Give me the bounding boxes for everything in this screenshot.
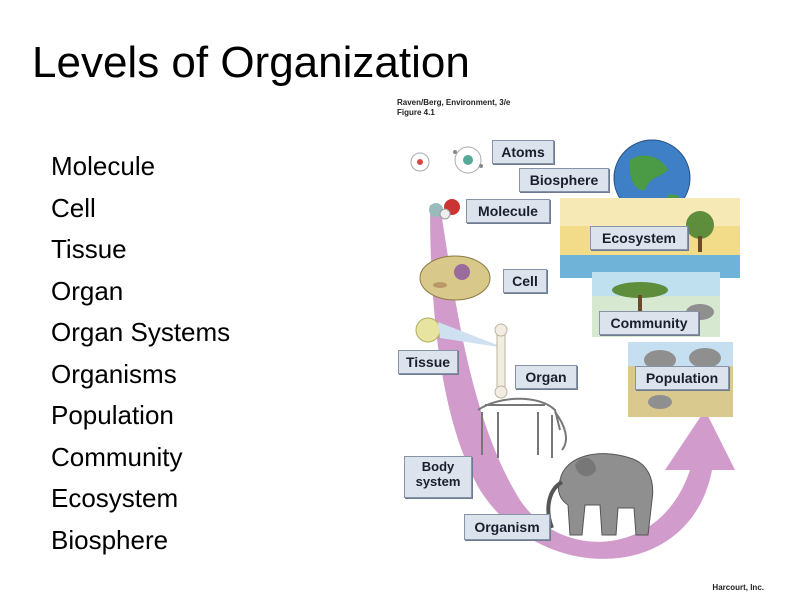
- cell-icon: [419, 255, 491, 301]
- figure-credit-source: Raven/Berg, Environment, 3/e: [397, 98, 511, 107]
- elephant-icon: [546, 453, 654, 536]
- figure-credit: Raven/Berg, Environment, 3/e Figure 4.1: [397, 98, 510, 118]
- levels-of-organization-illustration: [410, 139, 740, 559]
- label-organ: Organ: [515, 365, 577, 389]
- label-cell: Cell: [503, 269, 547, 293]
- list-item: Tissue: [51, 234, 127, 264]
- bone-icon: [494, 323, 508, 399]
- label-population: Population: [635, 366, 729, 390]
- list-item: Population: [51, 400, 174, 430]
- list-item: Organisms: [51, 358, 177, 389]
- label-tissue: Tissue: [398, 350, 458, 374]
- list-item: Organ: [51, 275, 124, 306]
- molecule-icon: [429, 199, 460, 220]
- skeleton-icon: [477, 397, 567, 458]
- publisher-credit: Harcourt, Inc.: [712, 583, 764, 592]
- label-body-system: Body system: [404, 456, 472, 498]
- label-biosphere: Biosphere: [519, 168, 609, 192]
- label-body-system-line1: Body: [421, 459, 455, 474]
- list-item: Organ Systems: [51, 317, 231, 347]
- label-body-system-line2: system: [415, 474, 461, 489]
- label-molecule: Molecule: [466, 199, 550, 223]
- list-item: Ecosystem: [51, 483, 179, 513]
- label-ecosystem: Ecosystem: [590, 226, 688, 250]
- figure-credit-number: Figure 4.1: [397, 108, 435, 117]
- slide-title: Levels of Organization: [32, 38, 470, 86]
- list-item: Cell: [51, 192, 96, 223]
- label-organism: Organism: [464, 514, 550, 540]
- atom-icon: [410, 146, 483, 174]
- label-atoms: Atoms: [492, 140, 554, 164]
- list-item: Community: [51, 441, 183, 472]
- label-community: Community: [599, 311, 699, 335]
- list-item: Molecule: [51, 151, 156, 181]
- tissue-icon: [415, 317, 505, 348]
- levels-list: Molecule Cell Tissue Organ Organ Systems…: [51, 146, 230, 561]
- list-item: Biosphere: [51, 524, 169, 555]
